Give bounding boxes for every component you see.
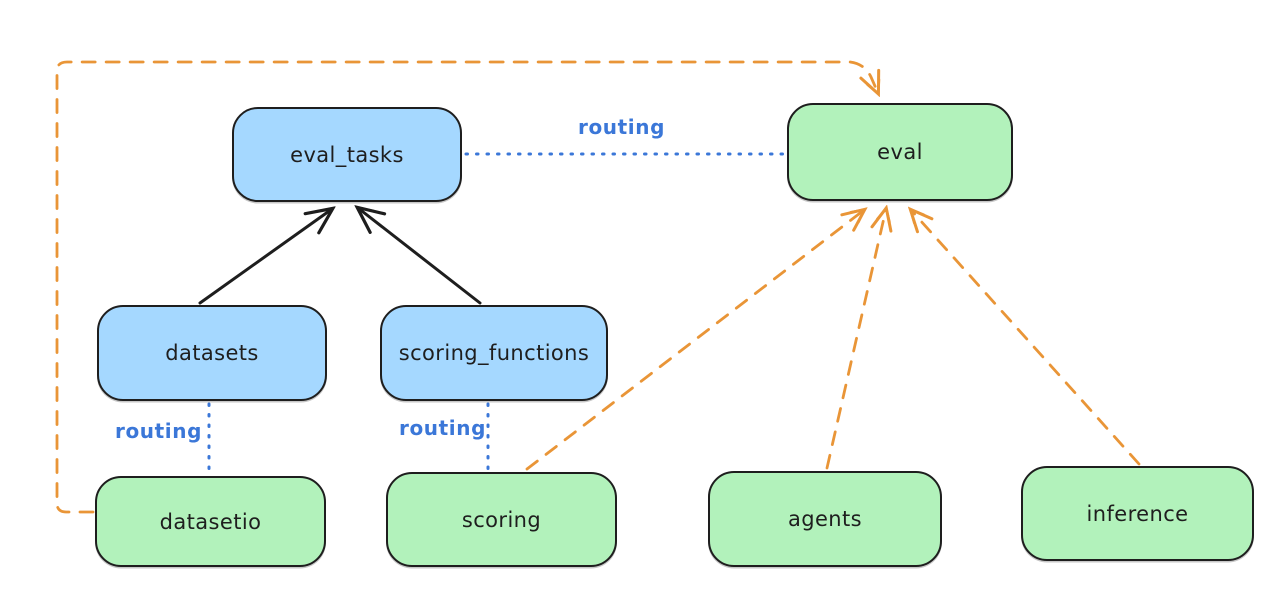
node-datasets: datasets: [97, 305, 327, 401]
node-scoring-label: scoring: [461, 507, 542, 532]
edge-scoring-functions-to-eval-tasks: [358, 208, 482, 305]
edge-scoring-to-eval: [525, 210, 864, 471]
node-agents: agents: [708, 471, 942, 567]
edge-datasetio-to-eval: [55, 60, 878, 514]
edge-inference-to-eval: [911, 210, 1141, 466]
node-datasetio-label: datasetio: [159, 509, 262, 534]
node-scoring-functions: scoring_functions: [380, 305, 608, 401]
node-inference: inference: [1021, 466, 1254, 561]
edge-datasets-to-eval-tasks: [198, 209, 332, 305]
node-eval-label: eval: [877, 140, 923, 164]
edge-agents-to-eval: [825, 209, 886, 470]
routing-label-eval-tasks-eval: routing: [578, 115, 666, 139]
node-datasets-label: datasets: [165, 341, 259, 365]
routing-label-scoring-functions-scoring: routing: [399, 416, 487, 440]
node-scoring-functions-label: scoring_functions: [398, 341, 590, 365]
node-inference-label: inference: [1086, 501, 1189, 526]
node-eval-tasks: eval_tasks: [232, 107, 462, 202]
node-agents-label: agents: [787, 507, 862, 531]
node-scoring: scoring: [386, 472, 617, 567]
node-eval: eval: [787, 103, 1013, 201]
node-datasetio: datasetio: [95, 476, 326, 567]
node-eval-tasks-label: eval_tasks: [290, 142, 404, 167]
routing-label-datasets-datasetio: routing: [115, 419, 203, 443]
